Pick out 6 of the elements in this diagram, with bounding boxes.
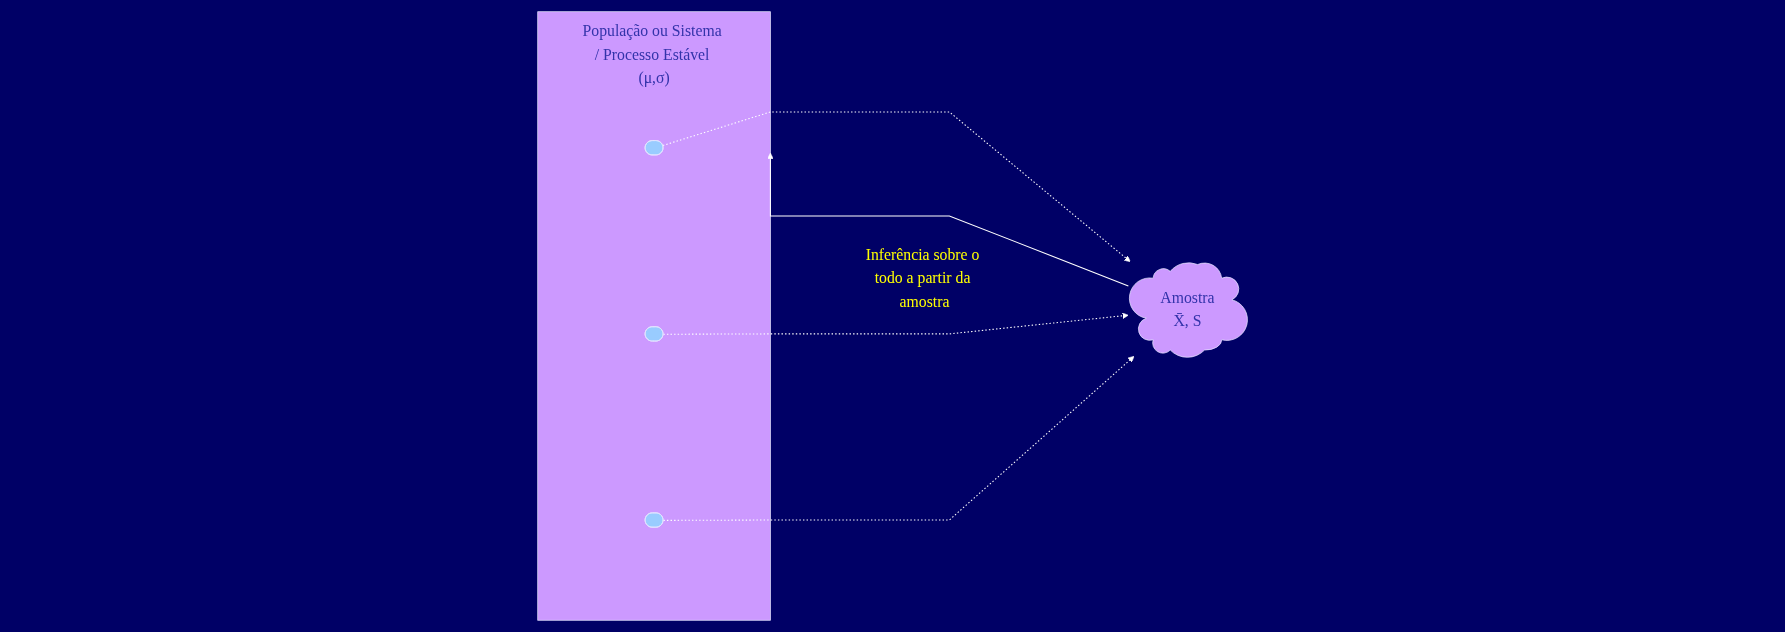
cluster: População ou Sistema / Processo Estável (μ,σ) — [537, 11, 771, 621]
arrow — [662, 312, 1129, 335]
arrow — [767, 152, 1129, 287]
arrow — [662, 356, 1135, 521]
edge-label: Inferência sobre o todo a partir da amostra — [865, 245, 980, 311]
arrow — [662, 111, 1131, 263]
